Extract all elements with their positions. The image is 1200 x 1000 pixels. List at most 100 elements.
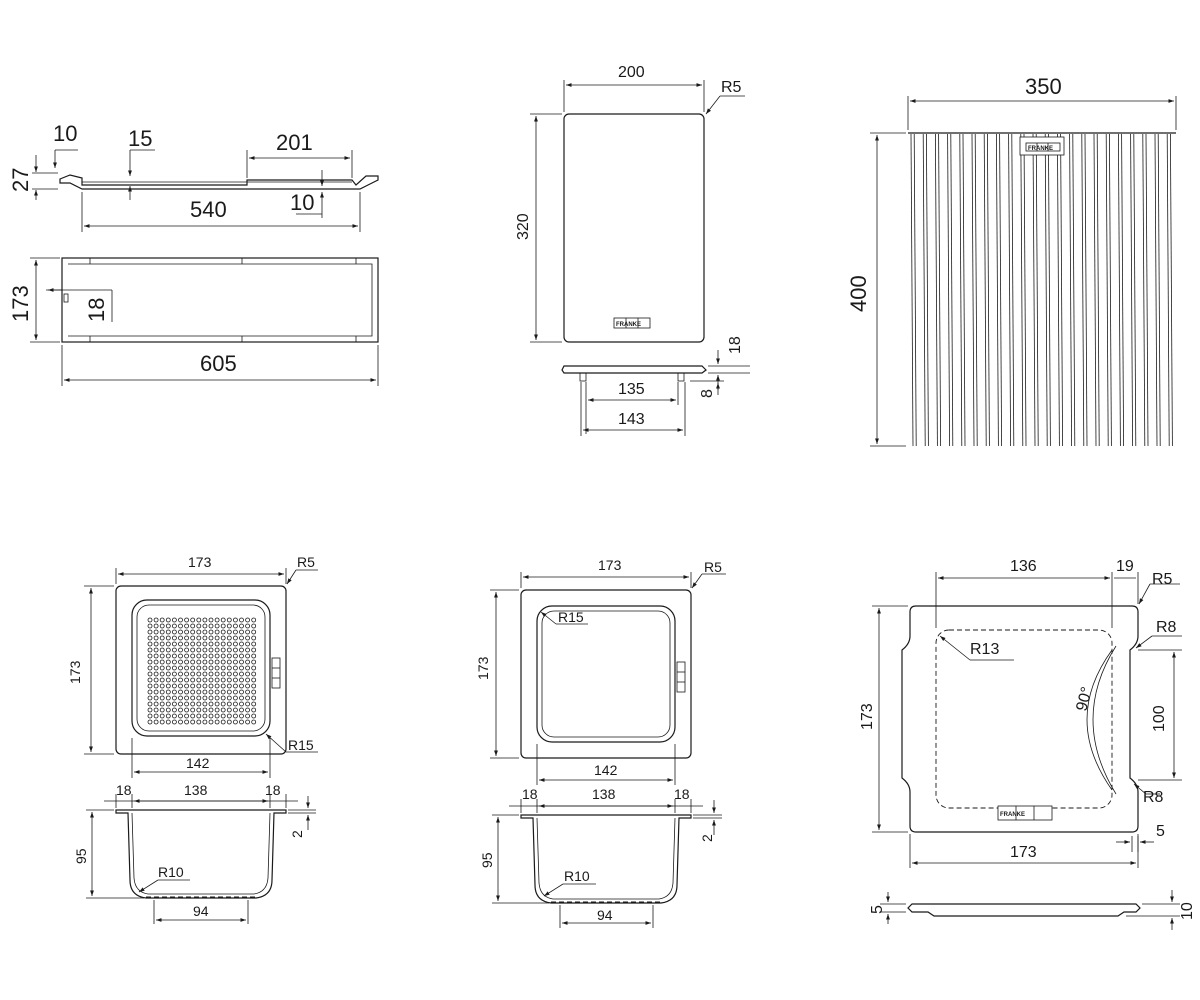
perforation-hole bbox=[159, 641, 165, 647]
perforation-hole bbox=[226, 653, 232, 659]
perforation-hole bbox=[196, 629, 202, 635]
perforation-hole bbox=[178, 629, 183, 635]
perforation-hole bbox=[171, 701, 177, 707]
perforation-hole bbox=[147, 689, 153, 695]
perforation-hole bbox=[147, 653, 153, 659]
perforation-hole bbox=[196, 707, 202, 713]
perforation-hole bbox=[245, 695, 251, 701]
perforation-hole bbox=[196, 659, 202, 665]
mat-rod-line bbox=[1130, 133, 1133, 447]
perforation-hole bbox=[245, 635, 251, 641]
mat-rod-line bbox=[1032, 133, 1036, 447]
perforation-hole bbox=[178, 695, 183, 701]
perforation-hole bbox=[202, 671, 208, 677]
mat-rods bbox=[910, 133, 1173, 447]
perforation-hole bbox=[159, 689, 165, 695]
perforation-hole bbox=[208, 689, 214, 695]
radius-r8-top: R8 bbox=[1156, 619, 1177, 636]
dim-18b-basket2: 18 bbox=[674, 786, 690, 802]
perforation-hole bbox=[245, 647, 251, 653]
perforation-hole bbox=[208, 647, 214, 653]
perforation-hole bbox=[159, 635, 165, 641]
svg-text:FRANKE: FRANKE bbox=[1028, 146, 1053, 152]
drawing-perforated-basket: 173 R5 173 142 R15 18 138 18 bbox=[67, 554, 318, 924]
perforation-hole bbox=[165, 623, 171, 629]
perforation-hole bbox=[178, 701, 183, 707]
perforation-hole bbox=[171, 659, 177, 665]
perforation-hole bbox=[232, 617, 238, 623]
mat-rod-line bbox=[935, 133, 938, 447]
perforation-hole bbox=[159, 701, 165, 707]
perforation-hole bbox=[226, 647, 232, 653]
perforation-hole bbox=[232, 659, 238, 665]
mat-rod-line bbox=[1145, 133, 1149, 447]
perforation-hole bbox=[214, 713, 220, 719]
perforation-hole bbox=[202, 677, 208, 683]
dim-350: 350 bbox=[1025, 74, 1062, 99]
perforation-hole bbox=[251, 671, 257, 677]
perforation-hole bbox=[220, 677, 226, 683]
perforation-hole bbox=[184, 671, 190, 677]
dim-18a-basket1: 18 bbox=[116, 782, 132, 798]
perforation-hole bbox=[214, 653, 220, 659]
svg-text:FRANKE: FRANKE bbox=[1000, 812, 1025, 818]
perforation-hole bbox=[196, 635, 202, 641]
perforation-hole bbox=[226, 689, 232, 695]
perforation-hole bbox=[178, 713, 183, 719]
perforation-hole bbox=[226, 629, 232, 635]
perforation-hole bbox=[147, 695, 153, 701]
perforation-hole bbox=[245, 665, 251, 671]
perforation-hole bbox=[226, 713, 232, 719]
perforation-hole bbox=[220, 659, 226, 665]
mat-rod-line bbox=[1035, 133, 1039, 447]
perforation-hole bbox=[159, 653, 165, 659]
perforation-hole bbox=[239, 677, 244, 683]
perforation-hole bbox=[159, 683, 165, 689]
basket1-section bbox=[115, 809, 287, 899]
radius-r10-basket1: R10 bbox=[158, 864, 184, 880]
mat-rod-line bbox=[962, 133, 966, 447]
perforation-hole bbox=[184, 647, 190, 653]
dim-173-h-drainer: 173 bbox=[859, 703, 876, 730]
board-side-view bbox=[561, 365, 707, 382]
perforation-hole bbox=[202, 635, 208, 641]
perforation-hole bbox=[226, 635, 232, 641]
perforation-hole bbox=[232, 719, 238, 725]
franke-logo-mat: FRANKE bbox=[1019, 136, 1065, 156]
perforation-hole bbox=[184, 683, 190, 689]
perforation-hole bbox=[165, 707, 171, 713]
perforation-hole bbox=[196, 701, 202, 707]
perforation-hole bbox=[190, 617, 196, 623]
mat-rod-line bbox=[1142, 133, 1146, 447]
mat-rod-line bbox=[1157, 133, 1161, 447]
perforation-hole bbox=[184, 623, 190, 629]
perforation-hole bbox=[196, 689, 202, 695]
perforation-hole bbox=[178, 671, 183, 677]
dim-138-basket2: 138 bbox=[592, 786, 616, 802]
perforation-hole bbox=[153, 719, 159, 725]
perforation-hole bbox=[147, 683, 153, 689]
mat-rod-line bbox=[926, 133, 929, 447]
perforation-hole bbox=[165, 689, 171, 695]
perforation-hole bbox=[232, 677, 238, 683]
perforation-hole bbox=[171, 635, 177, 641]
perforation-hole bbox=[245, 719, 251, 725]
drawing-cutting-board: FRANKE 200 R5 320 18 8 bbox=[515, 64, 750, 436]
perforation-hole bbox=[208, 677, 214, 683]
perforation-hole bbox=[226, 719, 232, 725]
perforation-hole bbox=[239, 707, 244, 713]
perforation-hole bbox=[165, 659, 171, 665]
perforation-hole bbox=[232, 647, 238, 653]
perforation-hole bbox=[232, 689, 238, 695]
mat-rod-line bbox=[1069, 133, 1072, 447]
franke-logo: FRANKE bbox=[613, 317, 651, 329]
dim-100: 100 bbox=[1151, 705, 1168, 732]
perforation-hole bbox=[220, 695, 226, 701]
perforation-hole bbox=[153, 713, 159, 719]
dim-18-tray: 18 bbox=[84, 298, 109, 322]
mat-rod-line bbox=[922, 133, 926, 447]
radius-r5-board: R5 bbox=[721, 79, 742, 96]
dim-94-basket1: 94 bbox=[193, 903, 209, 919]
perforation-hole bbox=[153, 617, 159, 623]
perforation-hole bbox=[226, 659, 232, 665]
